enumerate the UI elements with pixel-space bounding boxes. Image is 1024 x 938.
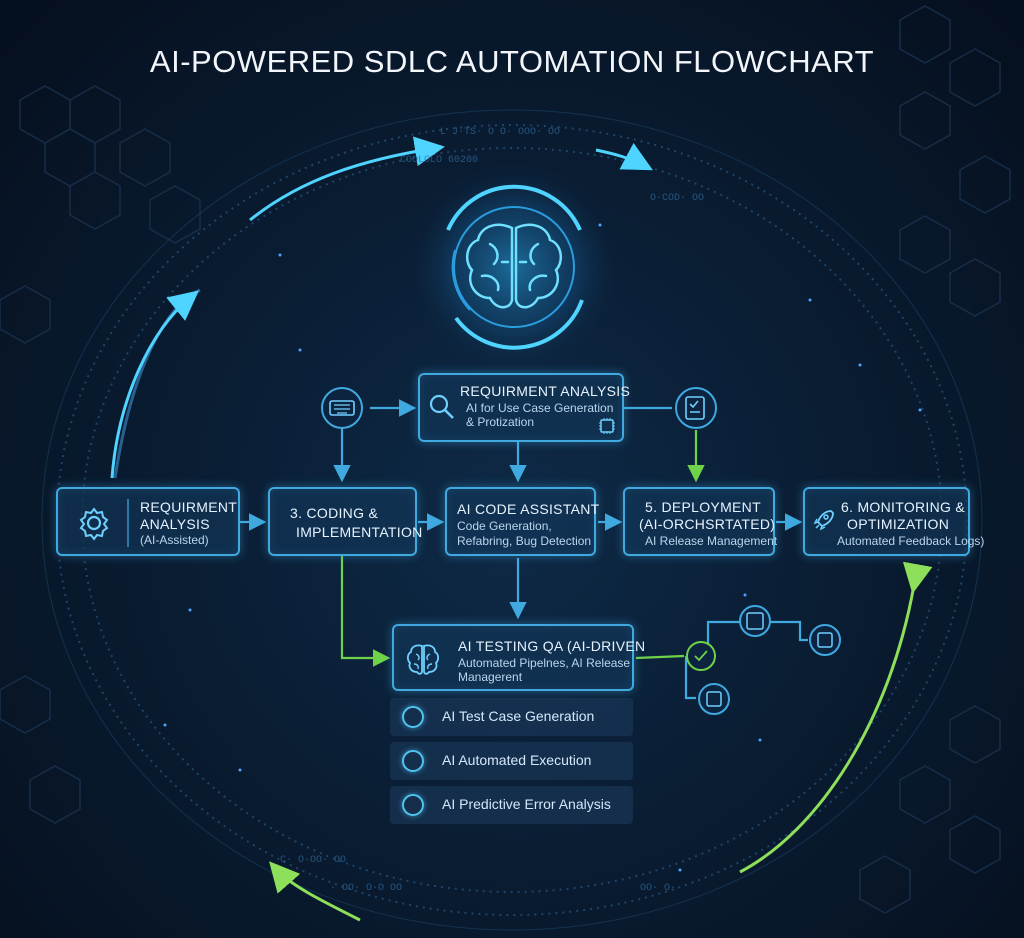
node-ai-code-assistant: AI CODE ASSISTANT Code Generation, Refab… [445, 487, 599, 556]
node-title: OPTIMIZATION [847, 516, 950, 532]
node-subtitle: AI Release Management [645, 534, 778, 548]
node-title: 3. CODING & [290, 505, 379, 521]
svg-text:· OO· O·O OO: · OO· O·O OO [330, 883, 402, 894]
robot-hand-icon [402, 750, 424, 772]
node-deployment: 5. DEPLOYMENT (AI-ORCHSRTATED) AI Releas… [623, 487, 778, 556]
node-title: AI TESTING QA (AI-DRIVEN [458, 638, 646, 654]
node-title: REQUIRMENT [140, 499, 238, 515]
robot-hand-icon [402, 706, 424, 728]
brain-icon [404, 640, 442, 683]
list-item: AI Test Case Generation [390, 698, 633, 736]
node-line: & Protization [466, 415, 535, 429]
node-title: IMPLEMENTATION [296, 524, 423, 540]
svg-text:C· O·OO· OO: C· O·OO· OO [280, 855, 346, 866]
node-line: Code Generation, [457, 519, 552, 533]
list-item-label: AI Automated Execution [442, 752, 592, 768]
list-item-label: AI Test Case Generation [442, 708, 595, 724]
node-title: ANALYSIS [140, 516, 210, 532]
node-title: (AI-ORCHSRTATED) [639, 516, 776, 532]
node-requirement-analysis: REQUIRMENT ANALYSIS (AI-Assisted) [56, 487, 240, 556]
svg-text:OO· O·: OO· O· [640, 883, 676, 894]
svg-text:L J·TS· O O· OOO· OO: L J·TS· O O· OOO· OO [440, 127, 560, 138]
node-monitoring-optimization: 6. MONITORING & OPTIMIZATION Automated F… [803, 487, 984, 556]
keyboard-icon [321, 387, 363, 429]
node-line: AI for Use Case Generation [466, 401, 614, 415]
list-item-label: AI Predictive Error Analysis [442, 796, 611, 812]
node-subtitle: Automated Feedback Logs) [837, 534, 985, 548]
rocket-icon [811, 507, 837, 538]
checklist-icon [675, 387, 717, 429]
node-subtitle: (AI-Assisted) [140, 533, 209, 547]
robot-hand-icon [402, 794, 424, 816]
page-title: AI-POWERED SDLC AUTOMATION FLOWCHART [149, 44, 875, 79]
node-title: AI CODE ASSISTANT [457, 501, 600, 517]
node-title: 5. DEPLOYMENT [645, 499, 761, 515]
list-item: AI Automated Execution [390, 742, 633, 780]
gear-icon [76, 505, 112, 546]
node-line: Automated Pipelnes, AI Release [458, 656, 631, 670]
node-ai-testing-qa: AI TESTING QA (AI-DRIVEN Automated Pipel… [392, 624, 645, 691]
node-requirement-analysis-top: REQUIRMENT ANALYSIS AI for Use Case Gene… [418, 373, 630, 442]
node-coding-implementation: 3. CODING & IMPLEMENTATION [268, 487, 422, 556]
node-title: REQUIRMENT ANALYSIS [460, 383, 631, 399]
svg-text:COOLOLO 60200: COOLOLO 60200 [400, 155, 478, 166]
node-title: 6. MONITORING & [841, 499, 966, 515]
chip-icon [598, 417, 616, 440]
svg-text:O·COD· OO: O·COD· OO [650, 193, 704, 204]
list-item: AI Predictive Error Analysis [390, 786, 633, 824]
brain-icon [465, 223, 563, 309]
node-line: Managerent [458, 670, 523, 684]
node-line: Refabring, Bug Detection [457, 534, 592, 548]
magnifier-icon [428, 393, 456, 426]
